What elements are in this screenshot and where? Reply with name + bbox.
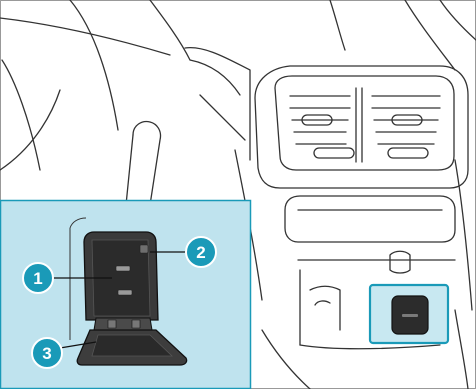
usb-port-highlight	[370, 285, 448, 343]
callout-3-label: 3	[42, 344, 51, 363]
callout-2: 2	[186, 237, 216, 267]
detail-inset: 1 2 3	[0, 200, 251, 389]
callout-1-label: 1	[33, 269, 42, 288]
callout-1: 1	[23, 263, 53, 293]
callout-3: 3	[32, 338, 62, 368]
callout-2-label: 2	[196, 243, 205, 262]
